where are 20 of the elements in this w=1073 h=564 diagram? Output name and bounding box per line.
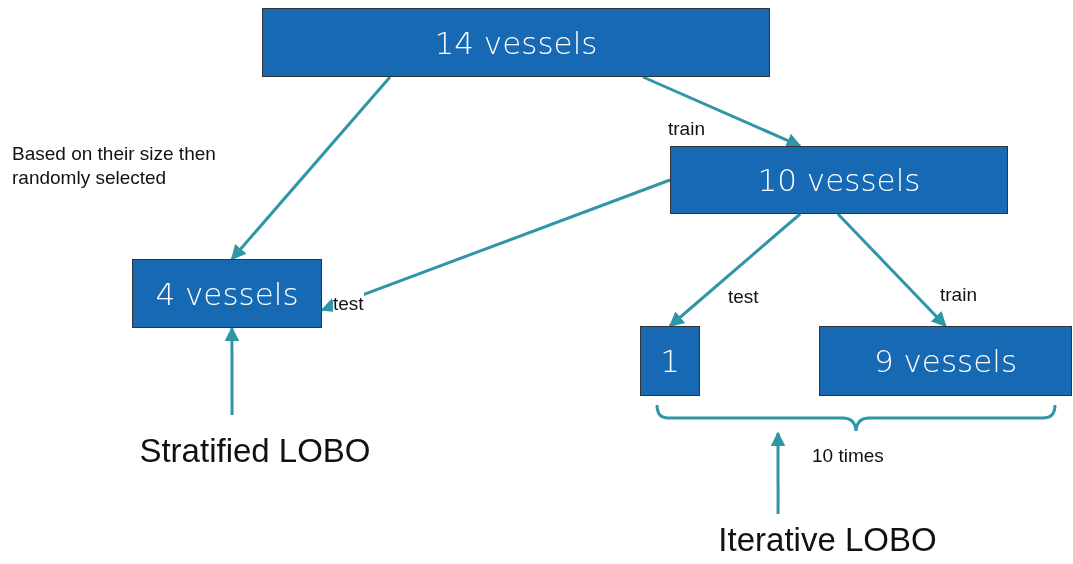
arrow [642,75,802,148]
arrow [230,76,392,261]
box-label: 9 vessels [873,343,1018,379]
box-label: 4 vessels [155,275,299,312]
box-label: 14 vessels [434,24,598,61]
arrow [770,431,786,514]
method-label: Stratified LOBO [139,431,371,470]
process-box [819,326,1072,396]
edge-label: test [333,292,364,316]
arrow [668,212,802,328]
process-box [132,259,322,328]
box-label: 1 [660,343,680,379]
process-box [262,8,770,77]
method-label: Iterative LOBO [718,521,937,559]
arrow [224,326,240,415]
process-box [670,146,1008,214]
box-label: 10 vessels [757,162,921,198]
arrow [836,212,947,328]
arrow [320,178,671,313]
process-box [640,326,700,396]
